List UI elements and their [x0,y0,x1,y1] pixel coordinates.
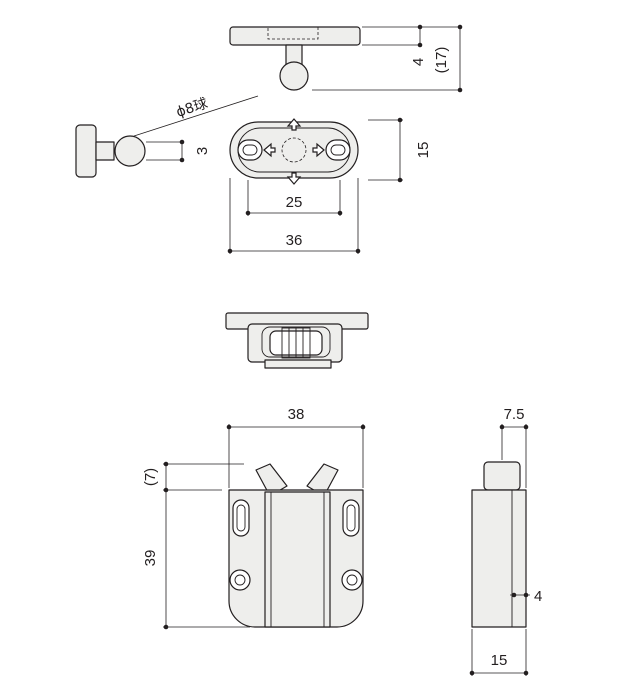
dim-catch-width: 38 [288,406,305,423]
catch-side-view: 7.5 4 15 [469,406,542,676]
striker-plate-top-view: 15 25 36 [227,117,432,254]
dim-side-top-width: 7.5 [504,406,525,423]
catch-top-view [225,312,369,369]
dim-striker-width: 15 [415,142,432,159]
dim-catch-height: 39 [142,550,159,567]
catch-front-view: 38 (7) 39 [142,406,366,630]
dim-catch-projection: (7) [142,468,159,486]
dim-striker-height: (17) [433,47,450,74]
striker-side-view: 4 (17) [229,24,463,93]
dim-plate-thickness: 4 [410,58,427,66]
dim-side-body-offset: 4 [534,588,542,605]
dim-hole-pitch: 25 [286,194,303,211]
dim-ball-offset: 3 [194,147,211,155]
striker-ball-view: ϕ8球 3 [75,95,259,178]
dim-striker-length: 36 [286,232,303,249]
dim-side-depth: 15 [491,652,508,669]
